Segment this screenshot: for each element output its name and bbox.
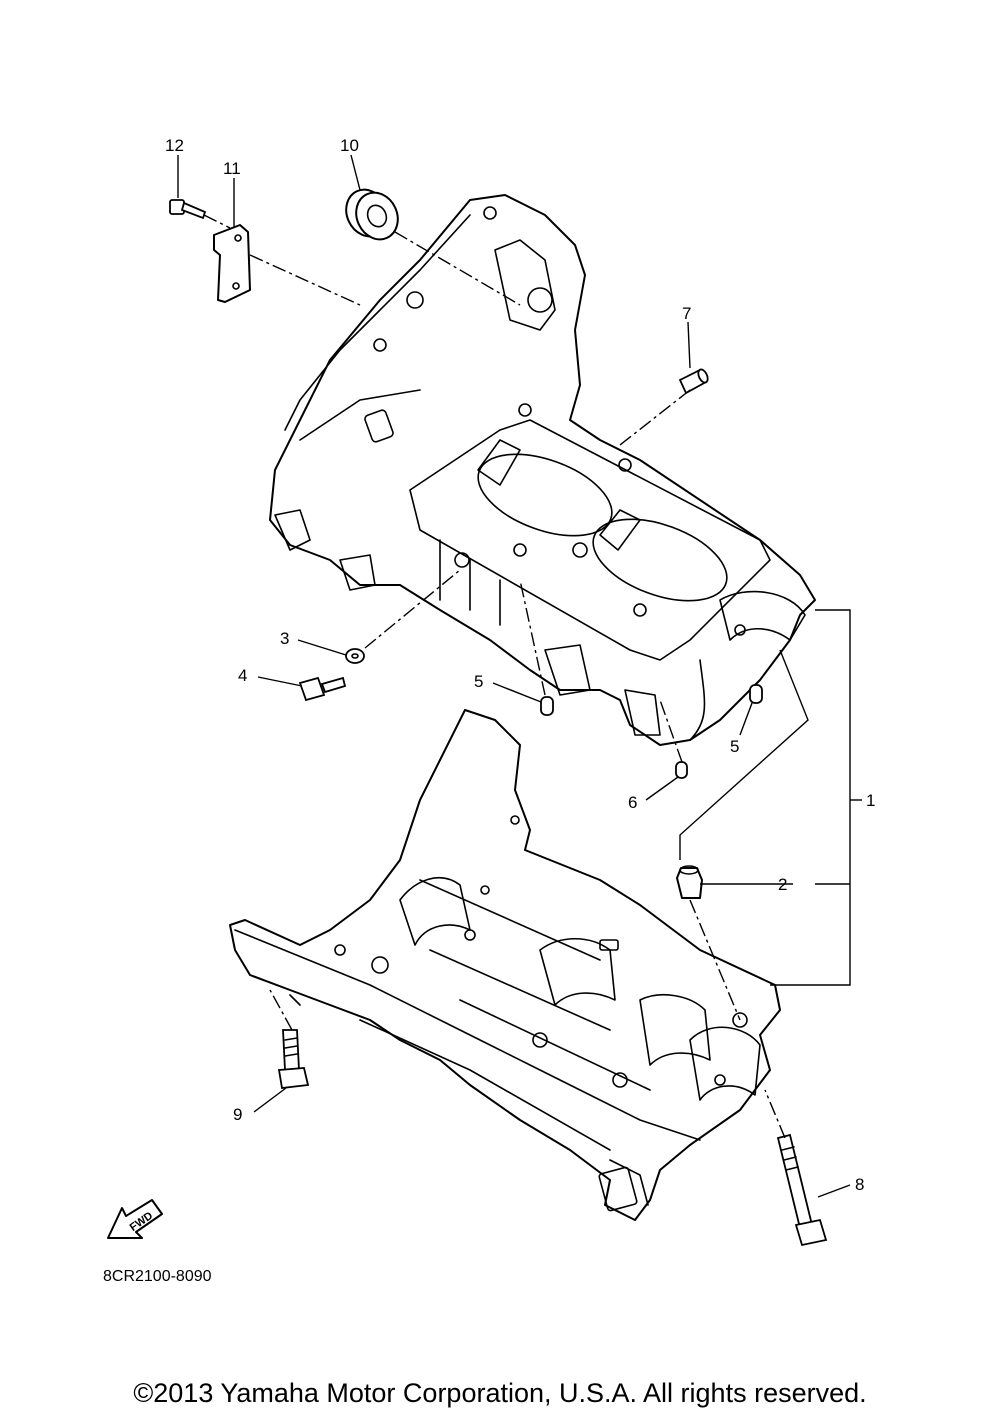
upper-crankcase: [269, 194, 816, 746]
lower-crankcase: [229, 709, 781, 1221]
pin-6: [675, 761, 688, 779]
bearing-10: [345, 188, 399, 241]
callout-8: 8: [855, 1175, 864, 1194]
callout-1: 1: [866, 791, 875, 810]
callout-12: 12: [165, 136, 184, 155]
callout-11: 11: [223, 159, 241, 178]
leader-lines: [177, 154, 862, 1198]
assembly-lines: [203, 214, 786, 1139]
callout-7: 7: [682, 304, 691, 323]
plug-2: [676, 865, 703, 899]
callout-4: 4: [238, 666, 247, 685]
callout-9: 9: [233, 1105, 242, 1124]
bolt-4: [298, 676, 347, 702]
callout-10: 10: [340, 136, 359, 155]
dowel-7: [678, 368, 709, 395]
callout-3: 3: [280, 629, 289, 648]
bolt-8: [776, 1133, 828, 1247]
pin-5b: [749, 684, 763, 704]
callout-2: 2: [778, 875, 787, 894]
diagram-code: 8CR2100-8090: [103, 1268, 212, 1285]
callout-5a: 5: [474, 672, 483, 691]
callout-labels: 12 11 10 7 3 4 5 5 6 1 2 9 8: [165, 136, 875, 1194]
callout-5b: 5: [730, 737, 739, 756]
bracket-11: [213, 224, 251, 303]
bolt-12: [169, 199, 207, 220]
pin-5a: [540, 696, 554, 716]
fwd-arrow-icon: FWD: [107, 1199, 163, 1239]
copyright-notice: ©2013 Yamaha Motor Corporation, U.S.A. A…: [133, 1378, 867, 1408]
washer-3: [345, 648, 365, 664]
callout-6: 6: [628, 793, 637, 812]
bolt-9: [277, 1029, 310, 1089]
